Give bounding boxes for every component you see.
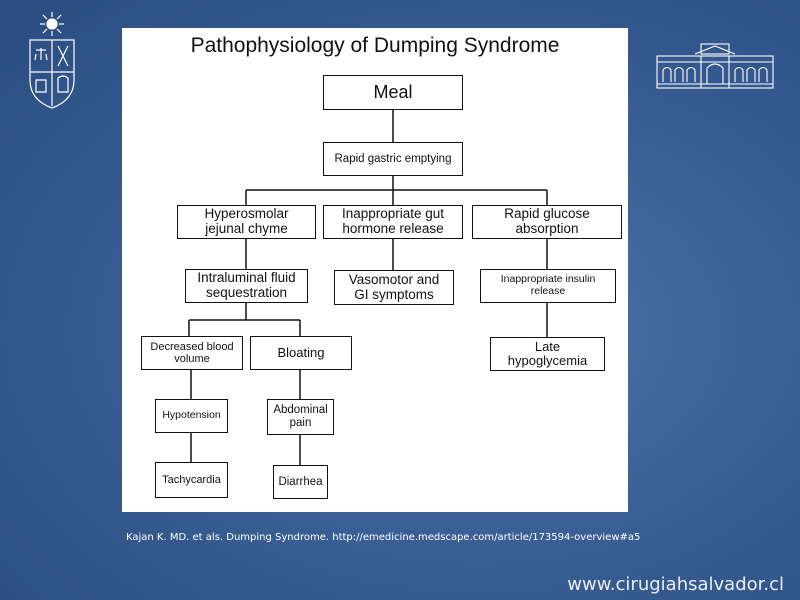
node-inappropriate-gut-hormone-release: Inappropriate gut hormone release [323, 205, 463, 239]
hospital-building-icon [656, 43, 774, 89]
diagram-figure: Pathophysiology of Dumping Syndrome [122, 28, 628, 512]
node-late-hypoglycemia: Late hypoglycemia [490, 337, 605, 371]
node-bloating: Bloating [250, 336, 352, 370]
node-decreased-blood-volume: Decreased blood volume [141, 336, 243, 370]
node-rapid-gastric-emptying: Rapid gastric emptying [323, 142, 463, 176]
diagram-title: Pathophysiology of Dumping Syndrome [190, 34, 560, 57]
node-meal: Meal [323, 75, 463, 110]
website-url: www.cirugiahsalvador.cl [567, 574, 784, 595]
node-intraluminal-fluid-sequestration: Intraluminal fluid sequestration [185, 269, 308, 303]
node-rapid-glucose-absorption: Rapid glucose absorption [472, 205, 622, 239]
node-abdominal-pain: Abdominal pain [267, 399, 334, 435]
node-hypotension: Hypotension [155, 399, 228, 433]
node-inappropriate-insulin-release: Inappropriate insulin release [480, 269, 616, 303]
node-hyperosmolar-jejunal-chyme: Hyperosmolar jejunal chyme [177, 205, 316, 239]
node-diarrhea: Diarrhea [273, 465, 328, 499]
citation-text: Kajan K. MD. et als. Dumping Syndrome. h… [126, 532, 641, 543]
node-tachycardia: Tachycardia [155, 462, 228, 498]
diagram-connectors [188, 110, 548, 465]
node-vasomotor-gi-symptoms: Vasomotor and GI symptoms [334, 270, 454, 305]
university-crest-icon [29, 12, 75, 109]
